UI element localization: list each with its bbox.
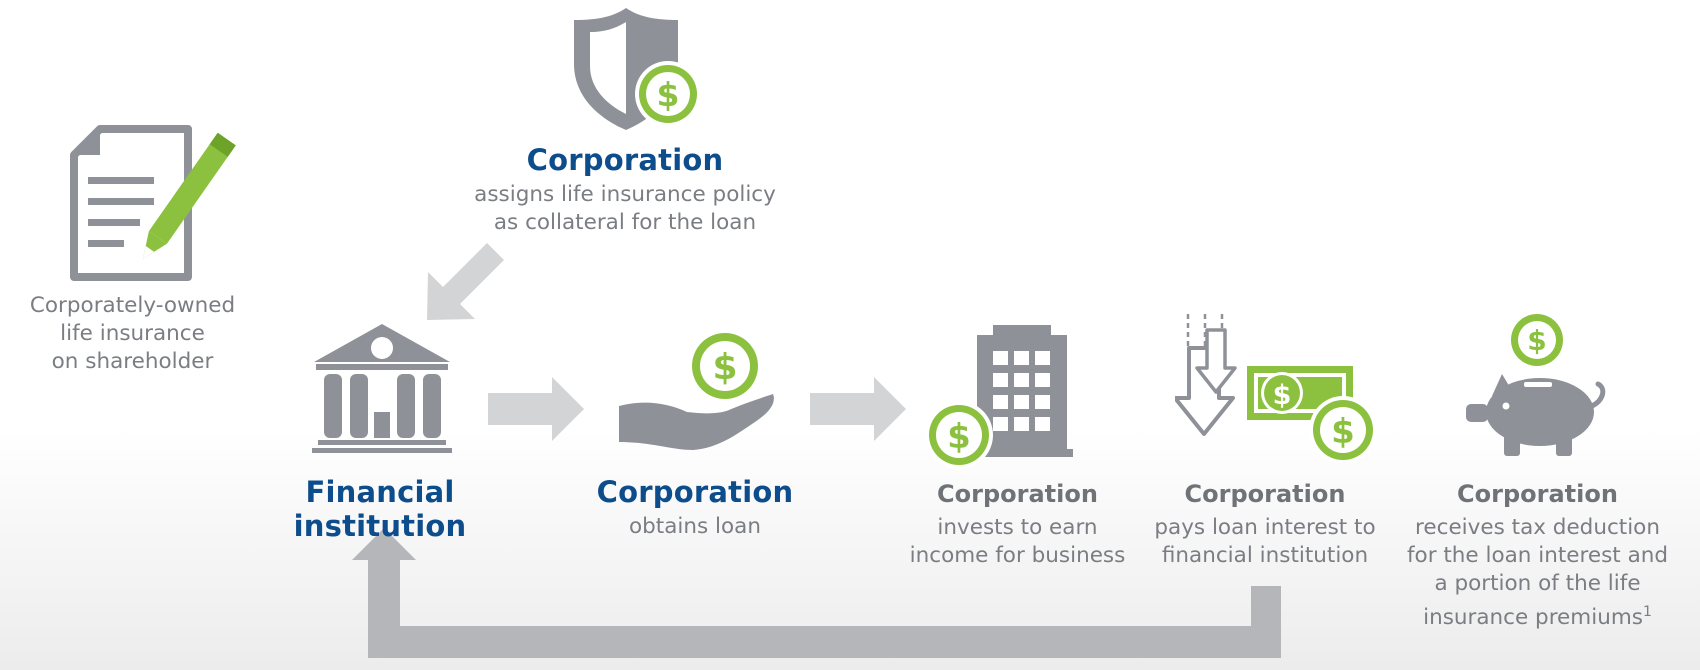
deduction-desc-line-4: insurance premiums1 (1400, 598, 1675, 632)
loan-description: obtains loan (580, 513, 810, 541)
bank-node: Financial institution (230, 475, 530, 543)
loan-title: Corporation (596, 475, 794, 509)
interest-node: Corporation pays loan interest to financ… (1145, 480, 1385, 570)
document-description: Corporately-owned life insurance on shar… (10, 292, 255, 376)
office-building-coin-icon: $ (925, 325, 1085, 474)
deduction-description: receives tax deduction for the loan inte… (1400, 514, 1675, 632)
interest-description: pays loan interest to financial institut… (1145, 514, 1385, 570)
document-desc-line-3: on shareholder (51, 349, 214, 374)
invest-node: Corporation invests to earn income for b… (895, 480, 1140, 570)
piggy-bank-coin-icon: $ (1462, 312, 1612, 466)
deduction-desc-line-4-text: insurance premiums (1423, 605, 1643, 631)
down-arrow-money-icon: $ $ (1173, 312, 1380, 466)
bank-building-icon (310, 320, 455, 459)
svg-text:$: $ (712, 347, 737, 388)
svg-text:$: $ (947, 417, 971, 457)
document-pencil-icon (70, 125, 240, 289)
footnote-marker: 1 (1642, 604, 1652, 620)
loan-node: Corporation obtains loan (580, 475, 810, 541)
collateral-node: Corporation assigns life insurance polic… (450, 143, 800, 237)
interest-desc-line-1: pays loan interest to (1154, 515, 1376, 540)
loan-desc-line-1: obtains loan (629, 514, 761, 539)
arrow-bank-to-loan (488, 377, 584, 441)
deduction-node: Corporation receives tax deduction for t… (1400, 480, 1675, 632)
document-desc-line-2: life insurance (60, 321, 205, 346)
arrow-loan-to-invest (810, 377, 906, 441)
return-loop-arrow (352, 528, 1281, 658)
collateral-title: Corporation (526, 143, 724, 177)
collateral-desc-line-2: as collateral for the loan (493, 210, 757, 235)
deduction-desc-line-3: a portion of the life (1434, 571, 1641, 596)
svg-text:$: $ (1527, 324, 1546, 357)
interest-desc-line-2: financial institution (1161, 543, 1369, 568)
invest-desc-line-2: income for business (909, 543, 1126, 568)
invest-title: Corporation (937, 480, 1098, 508)
bank-title: Financial institution (293, 475, 467, 543)
interest-title: Corporation (1184, 480, 1346, 508)
collateral-desc-line-1: assigns life insurance policy (474, 182, 776, 207)
collateral-description: assigns life insurance policy as collate… (450, 181, 800, 237)
diagonal-arrow (427, 243, 504, 320)
deduction-desc-line-1: receives tax deduction (1415, 515, 1660, 540)
hand-coin-icon: $ (615, 330, 780, 464)
deduction-title: Corporation (1457, 480, 1618, 508)
deduction-desc-line-2: for the loan interest and (1406, 543, 1669, 568)
svg-text:$: $ (1331, 412, 1355, 452)
document-desc-line-1: Corporately-owned (29, 293, 236, 318)
invest-desc-line-1: invests to earn (937, 515, 1098, 540)
svg-text:$: $ (657, 75, 680, 114)
invest-description: invests to earn income for business (895, 514, 1140, 570)
svg-text:$: $ (1273, 380, 1292, 411)
shield-dollar-icon: $ (570, 8, 705, 137)
